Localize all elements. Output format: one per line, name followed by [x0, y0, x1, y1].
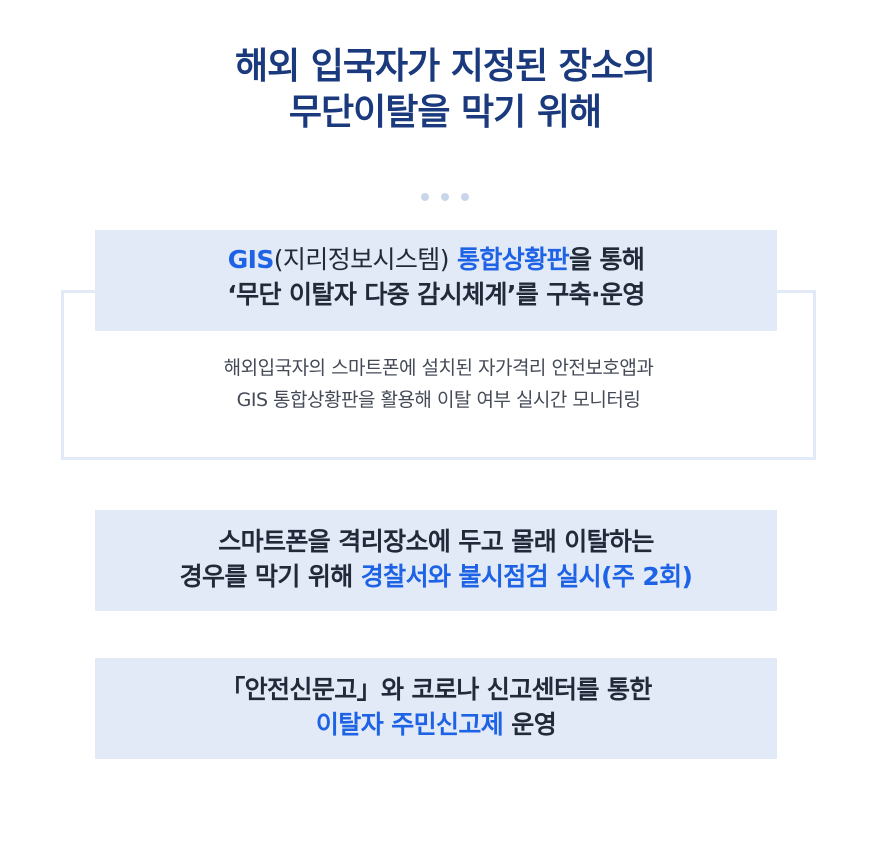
section3-line-1: 「안전신문고」와 코로나 신고센터를 통한	[220, 675, 652, 704]
section1-description-line-1: 해외입국자의 스마트폰에 설치된 자가격리 안전보호앱과	[223, 357, 654, 379]
section3-highlight: 이탈자 주민신고제	[315, 710, 504, 739]
gis-paren-label: (지리정보시스템)	[273, 245, 450, 274]
section3-line-2-suffix: 운영	[503, 710, 557, 739]
through-label: 을 통해	[568, 245, 645, 274]
gis-label: GIS	[227, 245, 275, 274]
board-label: 통합상황판	[456, 245, 570, 274]
section2-line-2: 경우를 막기 위해 경찰서와 불시점검 실시(주 2회)	[95, 559, 777, 594]
section2-line-2-prefix: 경우를 막기 위해	[179, 562, 361, 591]
section2-line-1: 스마트폰을 격리장소에 두고 몰래 이탈하는	[218, 527, 654, 556]
section1-heading-line-2: ‘무단 이탈자 다중 감시체계’를 구축·운영	[227, 280, 645, 309]
section3-line-2: 이탈자 주민신고제 운영	[95, 707, 777, 742]
section1-heading-box: GIS(지리정보시스템) 통합상황판을 통해 ‘무단 이탈자 다중 감시체계’를…	[95, 230, 777, 331]
section1-heading-line-1: GIS(지리정보시스템) 통합상황판을 통해	[95, 242, 777, 277]
divider-dots	[0, 186, 890, 205]
dot	[461, 193, 469, 201]
dot	[441, 193, 449, 201]
section2-box: 스마트폰을 격리장소에 두고 몰래 이탈하는 경우를 막기 위해 경찰서와 불시…	[95, 510, 777, 611]
title-line-1: 해외 입국자가 지정된 장소의	[234, 46, 656, 87]
dot	[421, 193, 429, 201]
section1-description-line-2: GIS 통합상황판을 활용해 이탈 여부 실시간 모니터링	[236, 389, 641, 411]
title-line-2: 무단이탈을 막기 위해	[288, 92, 602, 133]
page-title: 해외 입국자가 지정된 장소의 무단이탈을 막기 위해	[0, 44, 890, 136]
section2-highlight: 경찰서와 불시점검 실시(주 2회)	[360, 562, 693, 591]
section1-description: 해외입국자의 스마트폰에 설치된 자가격리 안전보호앱과 GIS 통합상황판을 …	[61, 352, 816, 416]
section3-box: 「안전신문고」와 코로나 신고센터를 통한 이탈자 주민신고제 운영	[95, 658, 777, 759]
